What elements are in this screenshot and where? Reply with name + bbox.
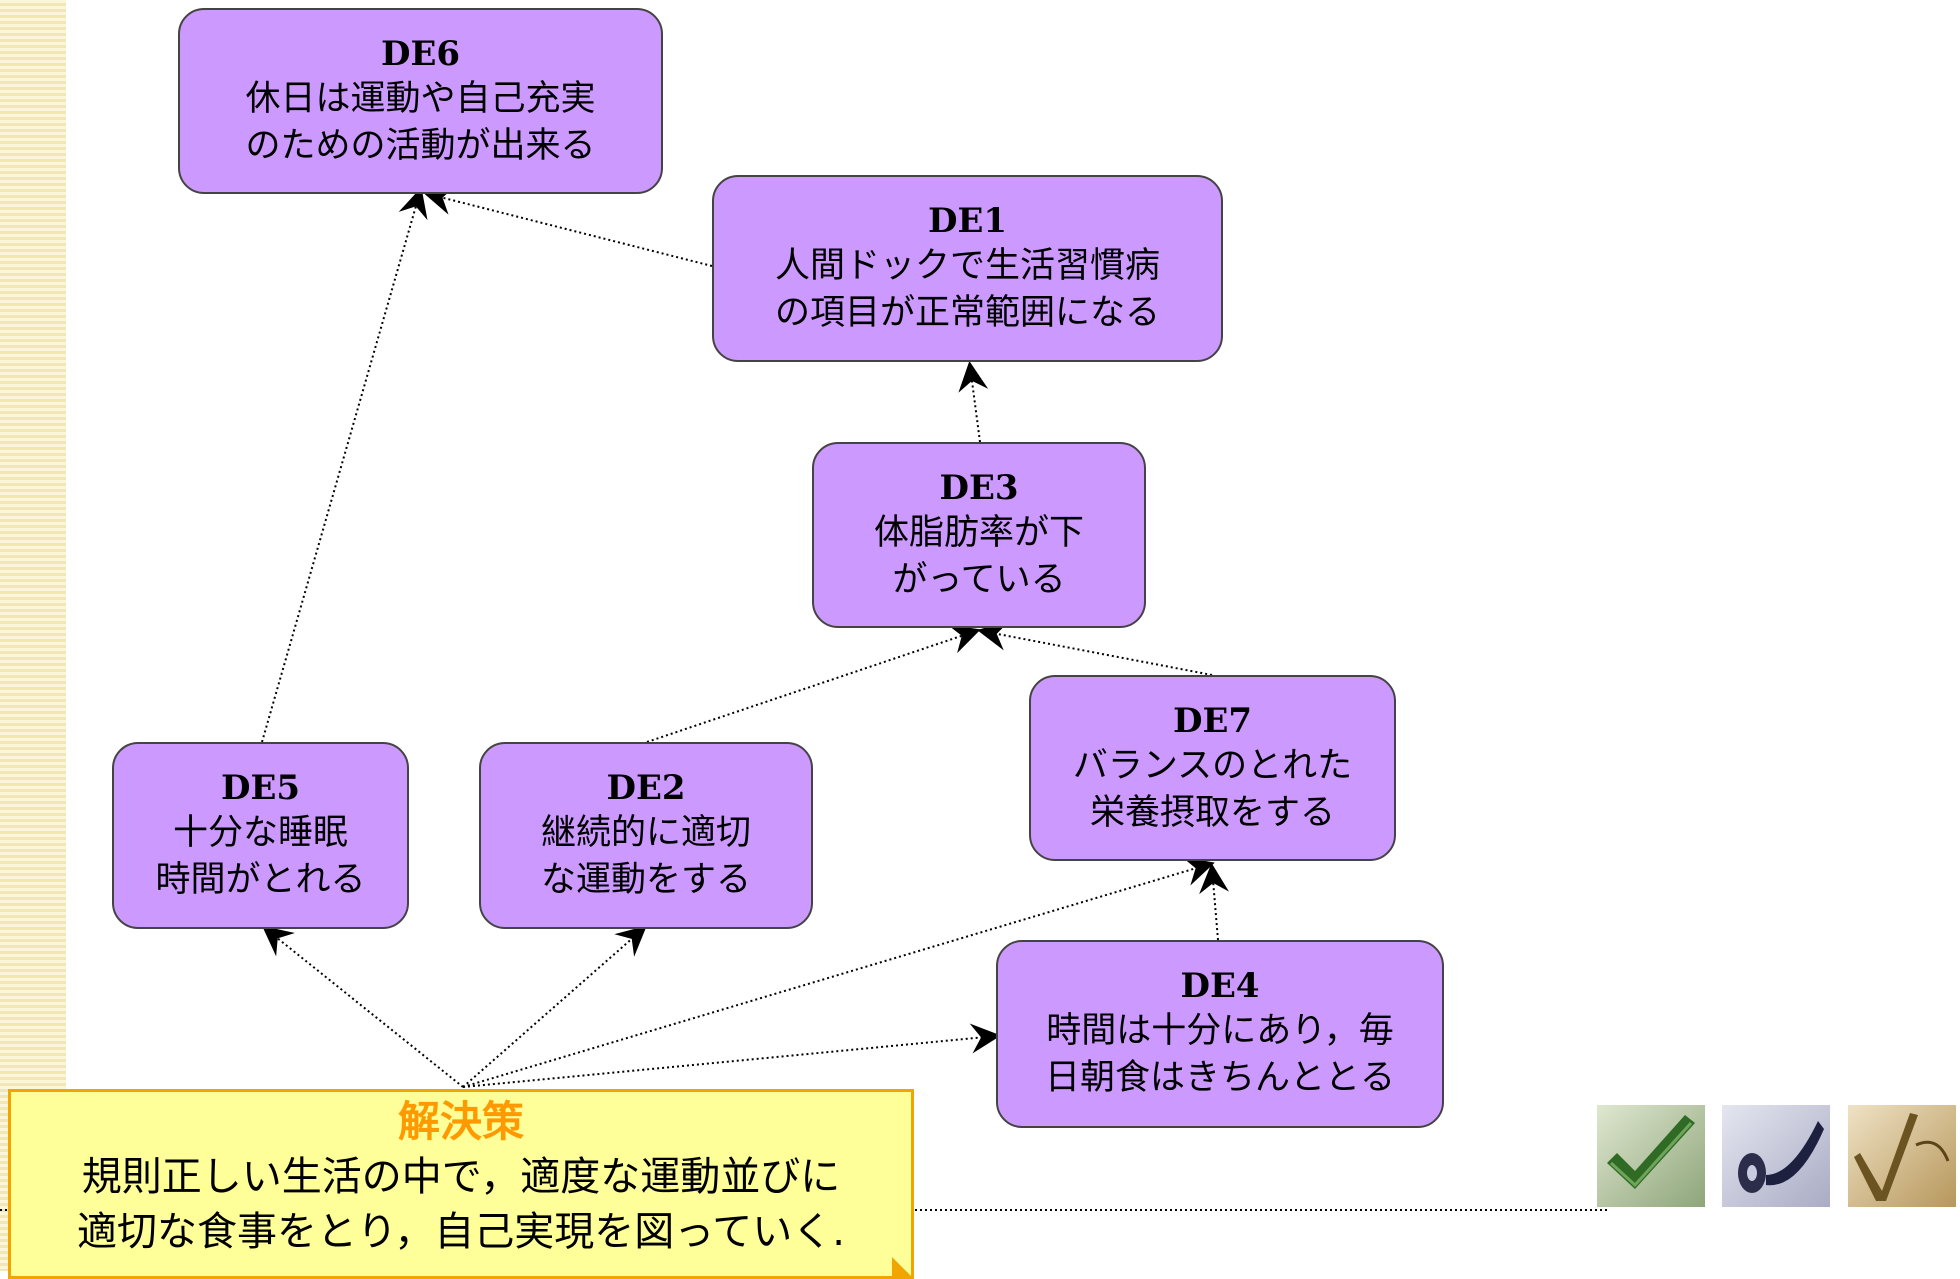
node-de3-id: DE3 [939, 468, 1019, 508]
edge-solution-to-de5 [262, 925, 464, 1088]
node-de4: DE4 時間は十分にあり，毎 日朝食はきちんととる [996, 940, 1444, 1128]
edge-de1-to-de6 [423, 185, 713, 267]
gold-checkmark-icon [1848, 1105, 1956, 1207]
edge-solution-to-de4 [462, 1023, 1001, 1088]
node-de1-text: 人間ドックで生活習慣病 の項目が正常範囲になる [774, 246, 1160, 333]
edge-de3-to-de1 [958, 361, 989, 443]
node-de2: DE2 継続的に適切 な運動をする [479, 742, 813, 929]
node-de4-text: 時間は十分にあり，毎 日朝食はきちんととる [1044, 1011, 1395, 1098]
node-de1-id: DE1 [927, 201, 1008, 241]
node-de3: DE3 体脂肪率が下 がっている [812, 442, 1146, 628]
node-de7-id: DE7 [1172, 701, 1253, 741]
edge-de2-to-de3 [646, 624, 981, 743]
edge-solution-to-de2 [462, 925, 647, 1088]
solution-body: 規則正しい生活の中で，適度な運動並びに 適切な食事をとり，自己実現を図っていく. [77, 1154, 845, 1255]
node-de5-text: 十分な睡眠 時間がとれる [155, 813, 366, 900]
node-de4-id: DE4 [1180, 966, 1260, 1006]
node-de3-text: 体脂肪率が下 がっている [873, 513, 1084, 600]
node-de6: DE6 休日は運動や自己充実 のための活動が出来る [178, 8, 663, 194]
node-de5-id: DE5 [220, 768, 301, 808]
node-de6-id: DE6 [380, 34, 461, 74]
edge-de7-to-de3 [977, 620, 1213, 676]
edge-de5-to-de6 [261, 187, 428, 743]
cd-disc-icon [1722, 1105, 1830, 1207]
solution-fold-corner [892, 1257, 914, 1279]
edge-de4-to-de7 [1199, 863, 1230, 941]
green-checkmark-icon [1597, 1105, 1705, 1207]
node-de2-text: 継続的に適切 な運動をする [540, 813, 751, 900]
node-de5: DE5 十分な睡眠 時間がとれる [112, 742, 409, 929]
solution-title: 解決策 [397, 1097, 524, 1146]
node-de7: DE7 バランスのとれた 栄養摂取をする [1029, 675, 1396, 861]
node-de1: DE1 人間ドックで生活習慣病 の項目が正常範囲になる [712, 175, 1223, 362]
node-de7-text: バランスのとれた 栄養摂取をする [1072, 746, 1353, 833]
node-de6-text: 休日は運動や自己充実 のための活動が出来る [245, 79, 596, 166]
solution-callout: 解決策 規則正しい生活の中で，適度な運動並びに 適切な食事をとり，自己実現を図っ… [8, 1089, 914, 1279]
left-decorative-stripe [0, 0, 66, 1271]
node-de2-id: DE2 [606, 768, 686, 808]
